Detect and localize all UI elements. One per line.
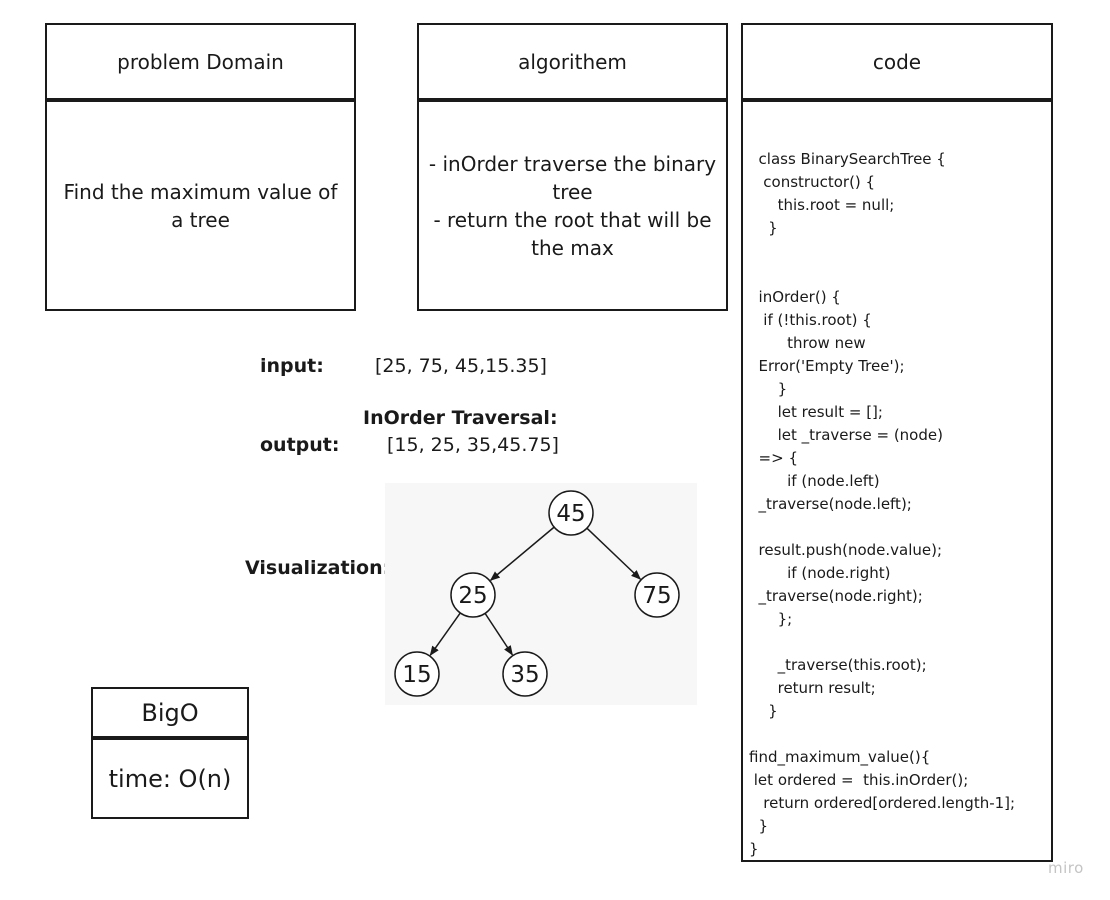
input-value: [25, 75, 45,15.35] (375, 355, 547, 377)
tree-node-15 (394, 651, 440, 697)
tree-node-label: 15 (402, 662, 431, 688)
input-label: input: (260, 355, 324, 377)
visualization-label: Visualization: (245, 557, 391, 579)
tree-node-label: 25 (458, 583, 487, 609)
tree-node-label: 75 (642, 583, 671, 609)
algorithm-steps: - inOrder traverse the binary tree - ret… (427, 150, 718, 262)
code-listing: class BinarySearchTree { constructor() {… (749, 150, 1016, 858)
tree-edge (586, 527, 642, 580)
traversal-label: InOrder Traversal: (363, 407, 558, 429)
algorithm-header: algorithem (417, 23, 728, 100)
tree-node-35 (502, 651, 548, 697)
bigo-header: BigO (91, 687, 249, 738)
bigo-body: time: O(n) (91, 738, 249, 819)
problem-domain-body: Find the maximum value of a tree (45, 100, 356, 311)
bigo-complexity: time: O(n) (108, 764, 232, 793)
code-title: code (872, 49, 922, 74)
bigo-title: BigO (141, 698, 199, 727)
algorithm-body: - inOrder traverse the binary tree - ret… (417, 100, 728, 311)
output-label: output: (260, 434, 340, 456)
tree-node-label: 45 (556, 501, 585, 527)
tree-edge (484, 612, 513, 656)
tree-edge (429, 612, 461, 657)
code-header: code (741, 23, 1053, 100)
tree-visualization: 45 25 75 15 35 (385, 483, 697, 705)
tree-edge (489, 526, 555, 581)
algorithm-step: - inOrder traverse the binary tree (428, 151, 717, 204)
output-value: [15, 25, 35,45.75] (387, 434, 559, 456)
problem-domain-title: problem Domain (117, 49, 284, 74)
algorithm-title: algorithem (518, 49, 627, 74)
problem-domain-header: problem Domain (45, 23, 356, 100)
code-body: class BinarySearchTree { constructor() {… (741, 100, 1053, 862)
tree-node-75 (634, 572, 680, 618)
algorithm-step: - return the root that will be the max (433, 207, 712, 260)
miro-watermark: miro (1048, 859, 1084, 877)
tree-node-label: 35 (510, 662, 539, 688)
tree-node-45 (548, 490, 594, 536)
tree-node-25 (450, 572, 496, 618)
problem-domain-text: Find the maximum value of a tree (63, 179, 338, 232)
